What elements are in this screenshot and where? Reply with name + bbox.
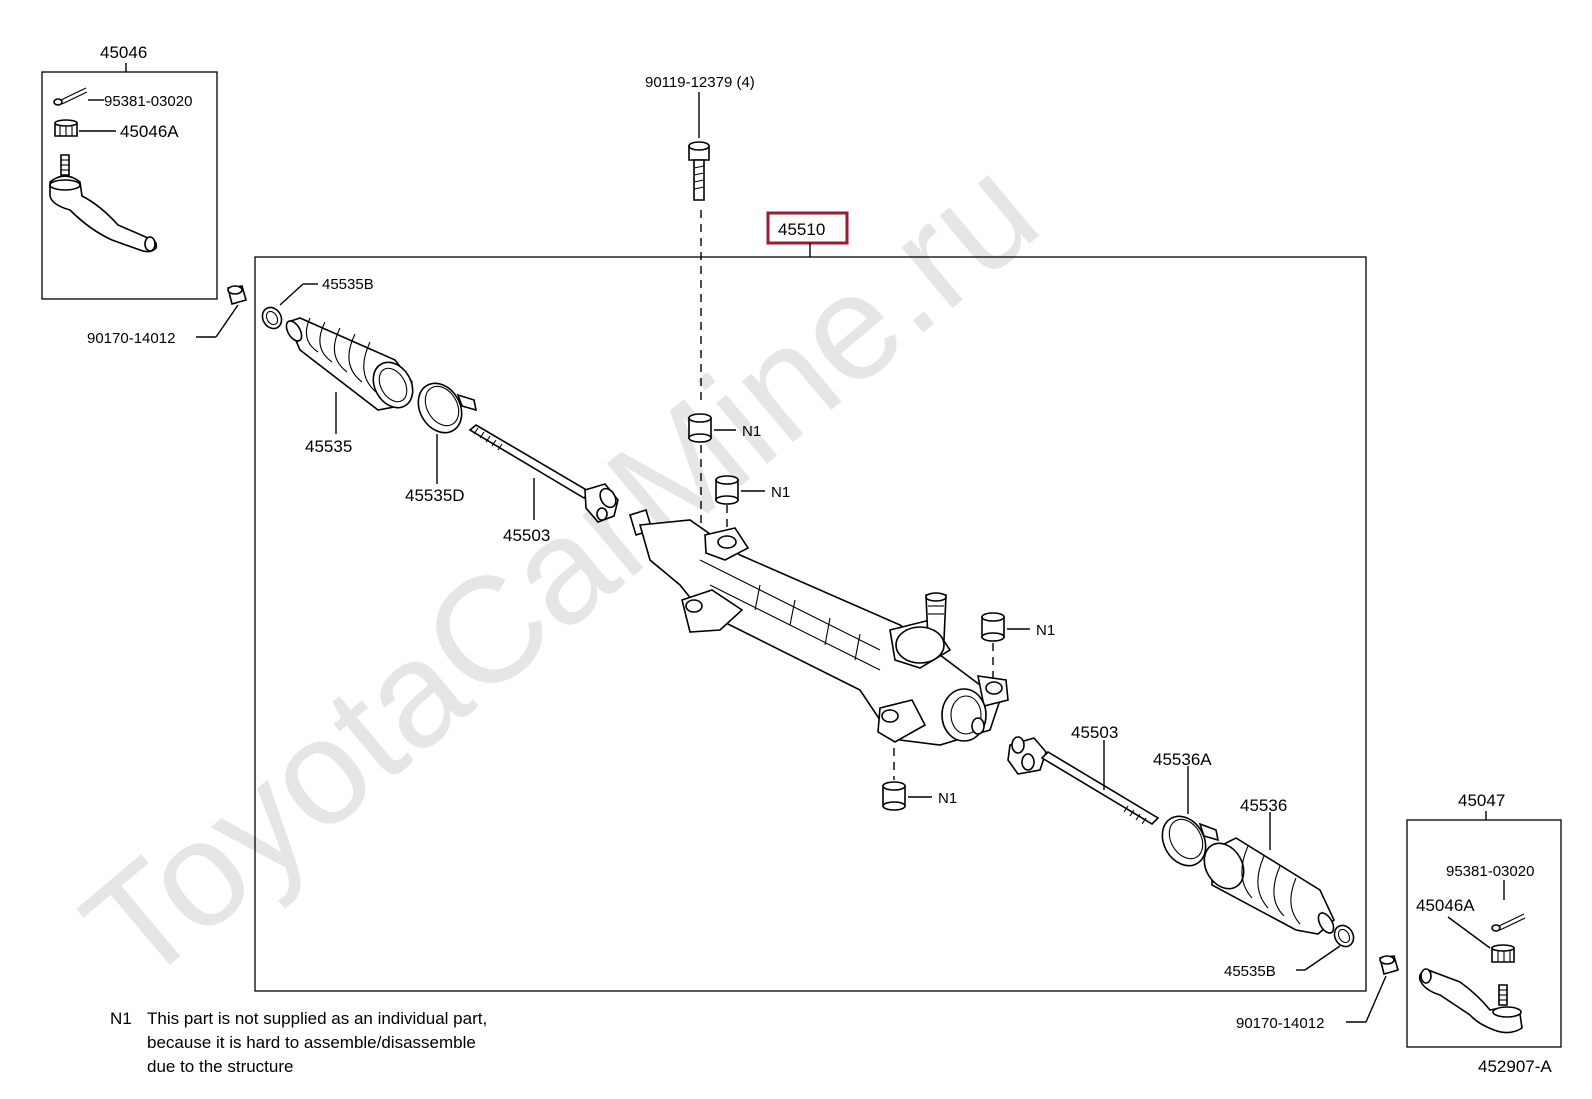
steering-gear-assembly-box: [254, 256, 1367, 992]
cotter-pin-right-icon: [1491, 913, 1526, 932]
label-45535[interactable]: 45535: [305, 437, 352, 456]
label-45535B-top[interactable]: 45535B: [322, 276, 374, 293]
label-90170-14012-right[interactable]: 90170-14012: [1236, 1015, 1324, 1032]
bushing-n1-d-icon: [882, 781, 906, 811]
label-95381-03020-top[interactable]: 95381-03020: [104, 93, 192, 110]
bolt-icon: [688, 141, 710, 201]
bushing-n1-b-icon: [715, 475, 739, 505]
highlight-45510: [766, 211, 849, 245]
label-45536A[interactable]: 45536A: [1153, 750, 1212, 769]
note-line-1: This part is not supplied as an individu…: [147, 1009, 487, 1028]
boot-band-right-icon: [1161, 815, 1220, 867]
tie-rod-left-icon: [468, 424, 619, 523]
label-45536[interactable]: 45536: [1240, 796, 1287, 815]
bushing-n1-c-icon: [981, 612, 1005, 642]
nut-left-icon: [227, 285, 247, 305]
label-45047[interactable]: 45047: [1458, 791, 1505, 810]
tie-rod-end-left-box: [41, 71, 218, 300]
label-45510[interactable]: 45510: [778, 220, 825, 239]
note-line-3: due to the structure: [147, 1057, 293, 1076]
watermark: ToyotaCarMine.ru: [53, 125, 1068, 1015]
label-90119-12379[interactable]: 90119-12379 (4): [645, 74, 755, 91]
label-45503-right[interactable]: 45503: [1071, 723, 1118, 742]
steering-rack-housing-icon: [629, 508, 1009, 746]
tie-rod-end-right-box: [1406, 819, 1562, 1048]
label-45046A-top[interactable]: 45046A: [120, 122, 179, 141]
label-n1-b[interactable]: N1: [771, 484, 790, 501]
label-45046A-bottom[interactable]: 45046A: [1416, 896, 1475, 915]
note-key-n1: N1: [110, 1009, 132, 1028]
cotter-pin-icon: [53, 87, 88, 106]
boot-band-icon: [417, 382, 478, 434]
tie-rod-end-right-icon: [1418, 968, 1523, 1034]
label-n1-a[interactable]: N1: [742, 423, 761, 440]
rack-boot-right-icon: [1203, 837, 1335, 935]
boot-clamp-left-icon: [261, 306, 283, 330]
label-45046[interactable]: 45046: [100, 43, 147, 62]
label-reference-452907-A: 452907-A: [1478, 1057, 1552, 1076]
label-45503-left[interactable]: 45503: [503, 526, 550, 545]
nut-right-icon: [1379, 955, 1399, 975]
label-90170-14012-left[interactable]: 90170-14012: [87, 330, 175, 347]
tie-rod-end-right-group: 45047 95381-03020 45046A: [1406, 791, 1562, 1048]
rack-boot-left-icon: [285, 317, 414, 411]
castle-nut-right-icon: [1491, 944, 1515, 963]
note-line-2: because it is hard to assemble/disassemb…: [147, 1033, 476, 1052]
label-45535D[interactable]: 45535D: [405, 486, 465, 505]
tie-rod-end-icon: [49, 154, 158, 253]
label-95381-03020-bottom[interactable]: 95381-03020: [1446, 863, 1534, 880]
castle-nut-icon: [54, 119, 78, 137]
label-45535B-bottom[interactable]: 45535B: [1224, 963, 1276, 980]
boot-clamp-right-icon: [1333, 924, 1355, 948]
label-n1-c[interactable]: N1: [1036, 622, 1055, 639]
bushing-n1-a-icon: [688, 413, 712, 443]
tie-rod-right-icon: [1007, 736, 1160, 826]
tie-rod-end-left-group: 45046 95381-03020 45046A: [41, 43, 218, 300]
label-n1-d[interactable]: N1: [938, 790, 957, 807]
